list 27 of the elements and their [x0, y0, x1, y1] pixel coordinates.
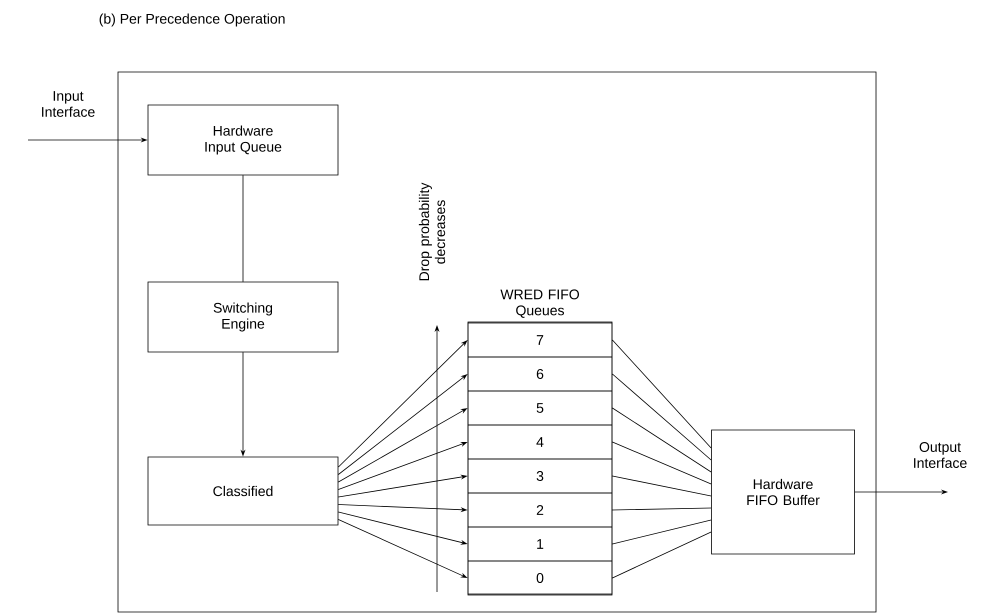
connector-line [612, 476, 712, 496]
queue-cell: 4 [468, 424, 612, 460]
connector-line [242, 175, 244, 282]
process-box: Hardware FIFO Buffer [711, 430, 855, 554]
process-box: Switching Engine [148, 282, 338, 352]
connector-line [612, 442, 712, 484]
interface-label: Output Interface [914, 442, 967, 468]
queue-cell: 2 [468, 492, 612, 528]
queue-cell: 6 [468, 356, 612, 392]
queue-cell: 3 [468, 458, 612, 494]
connector-line [612, 520, 712, 544]
device-frame [118, 72, 876, 612]
queue-cell: 7 [468, 322, 612, 358]
axis-label: Drop probability decreases [418, 182, 446, 280]
queue-cell: 5 [468, 390, 612, 426]
connector-line [612, 508, 712, 510]
title: (b) Per Precedence Operation [100, 13, 285, 27]
interface-label: Input Interface [42, 91, 95, 117]
node-label: WRED FIFO Queues [500, 289, 580, 318]
connector-line [612, 374, 712, 460]
process-box: Classified [148, 456, 338, 526]
connector-line [612, 408, 712, 472]
process-box: Hardware Input Queue [148, 104, 338, 176]
queue-cell: 0 [468, 560, 612, 596]
queue-cell: 1 [468, 526, 612, 562]
connector-line [612, 340, 712, 448]
connector-line [612, 532, 712, 578]
